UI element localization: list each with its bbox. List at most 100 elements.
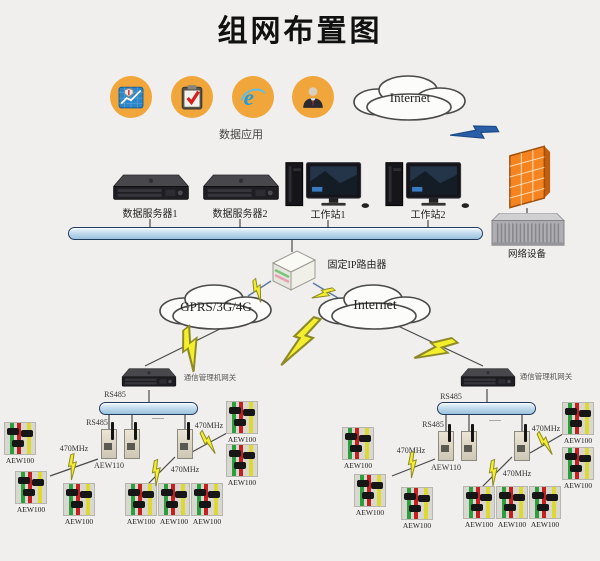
freq-label: 470MHz (170, 465, 200, 474)
internet-cloud-top-label: Internet (389, 90, 431, 105)
internet-cloud-wan-label: Internet (353, 298, 397, 313)
aew100-meter-icon (529, 486, 561, 519)
aew100-meter-icon (4, 422, 36, 455)
ellipsis-label: ...... (152, 412, 164, 421)
aew100-meter-icon (562, 402, 594, 435)
apps-caption: 数据应用 (219, 129, 263, 141)
antenna-icon (187, 422, 190, 440)
meter-label: AEW100 (192, 517, 222, 526)
meter-label: AEW100 (16, 505, 46, 514)
network-device-icon (489, 213, 567, 254)
aew110-module-icon (124, 422, 140, 459)
aew100-meter: AEW100 (15, 471, 47, 514)
internet-cloud-wan: Internet (314, 283, 436, 331)
businessman-app-icon (292, 76, 334, 118)
freq-label: 470MHz (194, 421, 224, 430)
meter-label: AEW100 (563, 481, 593, 490)
aew100-meter: AEW100 (562, 402, 594, 445)
rs485-label: RS485 (104, 390, 126, 399)
aew100-meter: AEW100 (463, 486, 495, 529)
finance-chart-app-icon (110, 76, 152, 118)
aew100-meter: AEW100 (529, 486, 561, 529)
meter-label: AEW100 (159, 517, 189, 526)
data-server-2-label: 数据服务器2 (212, 209, 268, 220)
aew110-module-icon (514, 424, 530, 461)
meter-label: AEW100 (227, 478, 257, 487)
meter-label: AEW100 (464, 520, 494, 529)
aew100-meter: AEW100 (125, 483, 157, 526)
lan-bus-bar (68, 227, 483, 240)
meter-label: AEW100 (343, 461, 373, 470)
rs485-label: RS485 (422, 420, 444, 429)
aew100-meter: AEW100 (401, 487, 433, 530)
meter-label: AEW100 (563, 436, 593, 445)
antenna-icon (111, 422, 114, 440)
aew100-meter: AEW100 (562, 447, 594, 490)
aew110-module-icon (438, 424, 454, 461)
aew100-meter: AEW100 (63, 483, 95, 526)
freq-label: 470MHz (531, 424, 561, 433)
rs485-label: RS485 (86, 418, 108, 427)
aew100-meter: AEW100 (342, 427, 374, 470)
gateway-left-label: 通信管理机网关 (183, 373, 237, 382)
meter-label: AEW100 (5, 456, 35, 465)
router-label: 固定IP路由器 (327, 260, 387, 271)
internet-cloud-top: Internet (350, 74, 470, 122)
aew100-meter: AEW100 (226, 444, 258, 487)
gateway-right-icon (460, 365, 516, 396)
aew100-meter-icon (63, 483, 95, 516)
aew100-meter-icon (463, 486, 495, 519)
aew100-meter-icon (401, 487, 433, 520)
data-server-1-icon (112, 170, 190, 211)
aew110-label: AEW110 (431, 463, 461, 472)
aew100-meter-icon (226, 401, 258, 434)
antenna-icon (471, 424, 474, 442)
meter-label: AEW100 (64, 517, 94, 526)
rs485-bus-right (437, 402, 536, 415)
aew100-meter-icon (191, 483, 223, 516)
antenna-icon (524, 424, 527, 442)
aew100-meter-icon (354, 474, 386, 507)
svg-text:e: e (244, 85, 254, 111)
aew110-module-icon (101, 422, 117, 459)
aew100-meter-icon (125, 483, 157, 516)
report-check-app-icon (171, 76, 213, 118)
aew100-meter: AEW100 (158, 483, 190, 526)
meter-label: AEW100 (227, 435, 257, 444)
meter-label: AEW100 (126, 517, 156, 526)
antenna-icon (134, 422, 137, 440)
data-server-1-label: 数据服务器1 (122, 209, 178, 220)
rs485-label: RS485 (440, 392, 462, 401)
ie-browser-app-icon: e (232, 76, 274, 118)
workstation-1-icon (284, 160, 370, 217)
aew100-meter-icon (496, 486, 528, 519)
meter-label: AEW100 (355, 508, 385, 517)
workstation-2-icon (384, 160, 470, 217)
aew100-meter-icon (342, 427, 374, 460)
aew100-meter-icon (15, 471, 47, 504)
workstation-1-label: 工作站1 (310, 210, 346, 221)
aew100-meter: AEW100 (4, 422, 36, 465)
page-title: 组网布置图 (217, 15, 383, 48)
aew100-meter: AEW100 (226, 401, 258, 444)
freq-label: 470MHz (59, 444, 89, 453)
freq-label: 470MHz (502, 469, 532, 478)
gprs-cloud-label: GPRS/3G/4G (180, 299, 252, 314)
meter-label: AEW100 (497, 520, 527, 529)
network-device-label: 网络设备 (507, 250, 546, 260)
gprs-cloud: GPRS/3G/4G (155, 283, 277, 331)
meter-label: AEW100 (402, 521, 432, 530)
aew100-meter-icon (226, 444, 258, 477)
gateway-left-icon (121, 365, 177, 396)
gateway-right-label: 通信管理机网关 (519, 372, 573, 381)
aew100-meter-icon (562, 447, 594, 480)
workstation-2-label: 工作站2 (410, 210, 446, 221)
meter-label: AEW100 (530, 520, 560, 529)
aew100-meter: AEW100 (496, 486, 528, 529)
ellipsis-label: ...... (489, 414, 501, 423)
antenna-icon (448, 424, 451, 442)
aew110-label: AEW110 (94, 461, 124, 470)
aew110-module-icon (461, 424, 477, 461)
aew110-module-icon (177, 422, 193, 459)
